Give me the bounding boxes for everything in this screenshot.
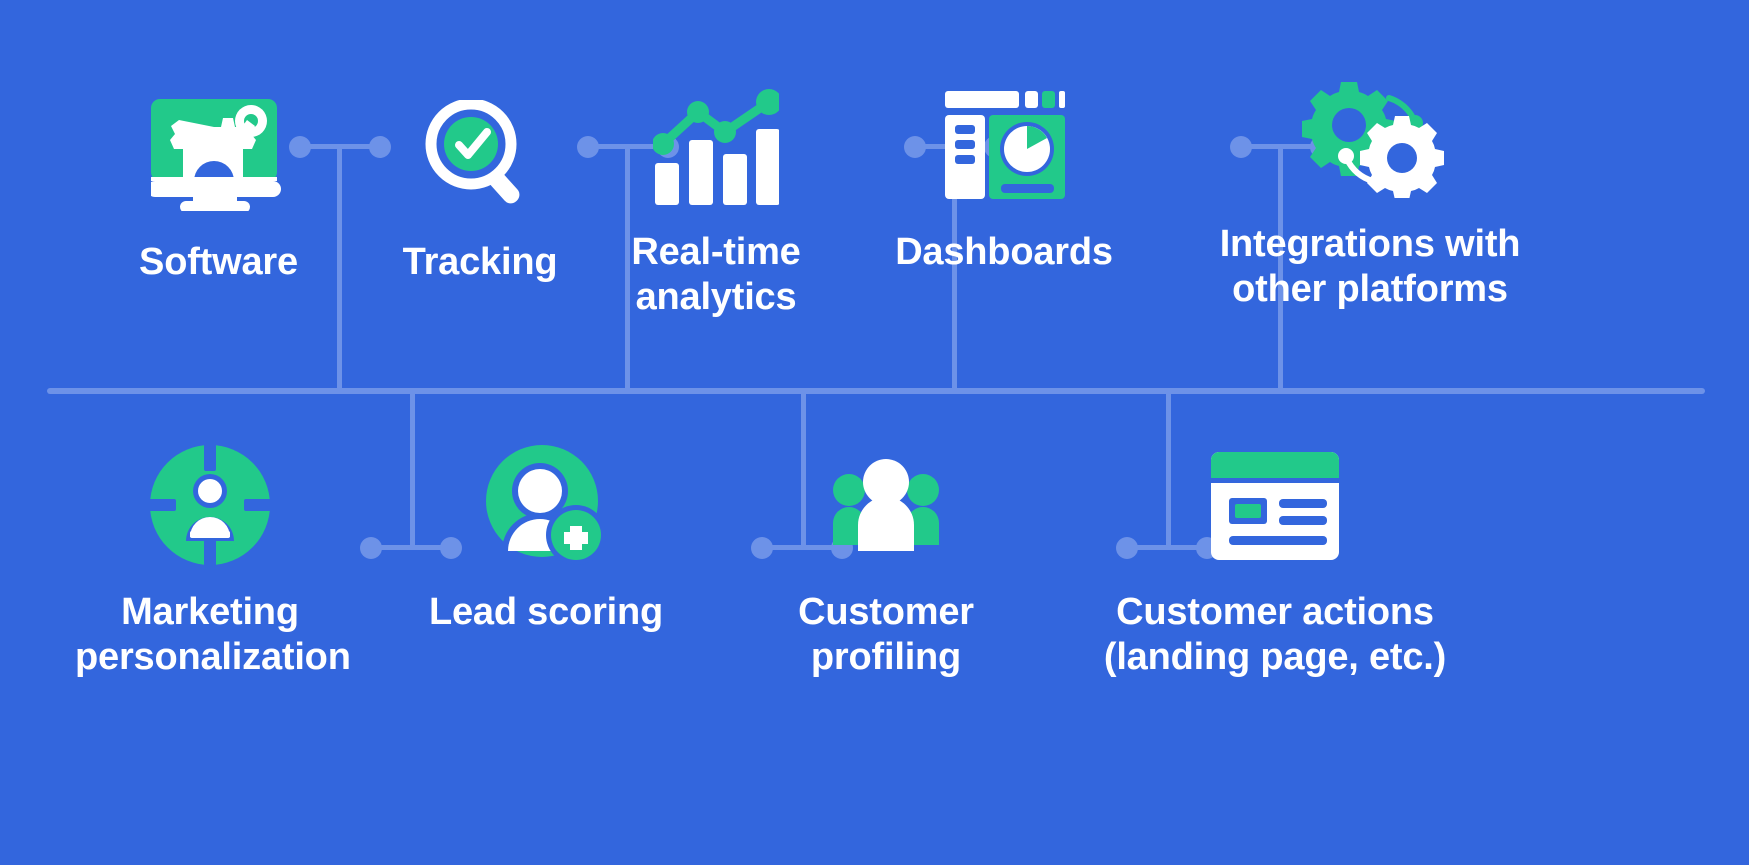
connector-hbar (371, 545, 451, 550)
node-label: Dashboards (895, 231, 1113, 273)
two-gears-icon (1185, 72, 1555, 202)
target-person-icon (75, 440, 345, 570)
node-customer-profiling[interactable]: Customer profiling (760, 440, 1012, 680)
node-label: Marketing personalization (75, 591, 351, 678)
connector-dot-left (289, 136, 311, 158)
connector-dot-left (904, 136, 926, 158)
node-label: Customer profiling (798, 591, 974, 678)
connector-vline (952, 146, 957, 390)
monitor-gear-icon (52, 90, 385, 220)
node-label: Customer actions (landing page, etc.) (1103, 591, 1447, 678)
connector-dot-left (1116, 537, 1138, 559)
node-dashboards[interactable]: Dashboards (880, 80, 1128, 275)
connector-hbar (1127, 545, 1207, 550)
connector-vline (337, 146, 342, 390)
main-horizontal-rail (47, 388, 1705, 394)
node-label: Tracking (402, 241, 558, 283)
connector-vline (1166, 394, 1171, 546)
node-real-time-analytics[interactable]: Real-time analytics (585, 80, 847, 320)
connector-dot-right (369, 136, 391, 158)
dashboard-pie-icon (880, 80, 1128, 210)
connector-vline (1278, 146, 1283, 390)
connector-dot-right (440, 537, 462, 559)
node-label: Real-time analytics (631, 231, 801, 318)
node-tracking[interactable]: Tracking (345, 90, 615, 285)
connector-vline (625, 146, 630, 390)
connector-vline (410, 394, 415, 546)
connector-dot-left (360, 537, 382, 559)
connector-hbar (762, 545, 842, 550)
people-group-icon (760, 440, 1012, 570)
magnifier-check-icon (345, 90, 615, 220)
connector-dot-left (751, 537, 773, 559)
node-integrations[interactable]: Integrations with other platforms (1185, 72, 1555, 312)
node-software[interactable]: Software (52, 90, 385, 285)
node-label: Integrations with other platforms (1219, 223, 1521, 310)
connector-dot-left (577, 136, 599, 158)
connector-dot-left (1230, 136, 1252, 158)
node-label: Lead scoring (428, 591, 664, 633)
person-plus-icon (420, 440, 672, 570)
connector-vline (801, 394, 806, 546)
landing-page-icon (1090, 440, 1460, 570)
node-lead-scoring[interactable]: Lead scoring (420, 440, 672, 635)
node-customer-actions[interactable]: Customer actions (landing page, etc.) (1090, 440, 1460, 680)
node-label: Software (139, 241, 298, 283)
node-marketing-personalization[interactable]: Marketing personalization (75, 440, 351, 680)
bar-chart-trend-icon (585, 80, 847, 210)
